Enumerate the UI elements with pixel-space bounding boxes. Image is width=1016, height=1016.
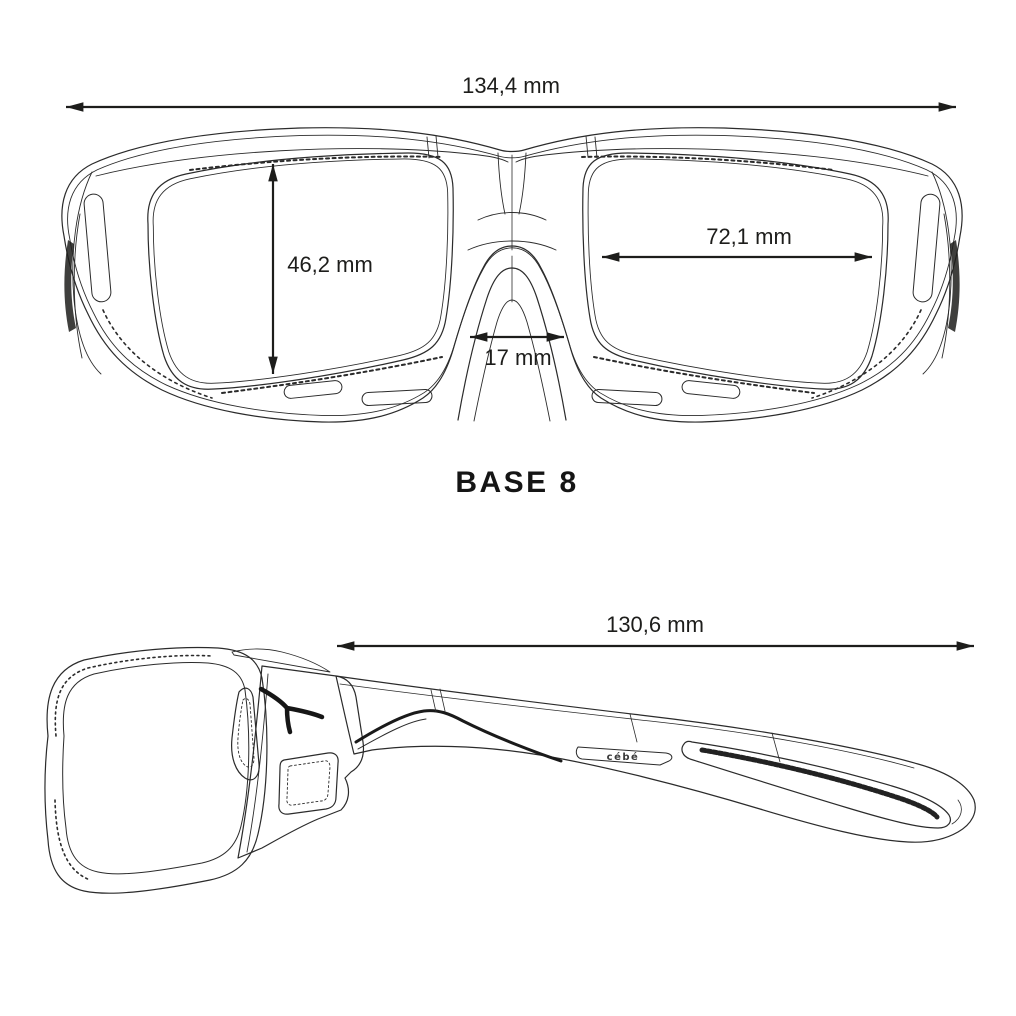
base-curve-label: BASE 8 [455,466,578,499]
dim-temple-length-label: 130,6 mm [606,612,704,637]
side-view-drawing [44,646,976,894]
dim-bridge-width-label: 17 mm [484,345,551,370]
side-shield [231,648,365,859]
dim-lens-width-label: 72,1 mm [706,224,792,249]
temple-arm [335,675,976,843]
brand-plate [575,746,673,766]
side-lens-ring [44,646,268,894]
temple-grip-insert [681,740,951,829]
temple-brand-logo-text: cébé [607,751,640,763]
dim-lens-height-label: 46,2 mm [287,252,373,277]
right-lens-outline [582,152,889,390]
brow-bar-lines [95,135,929,177]
brand-emblem-icon [258,686,325,735]
side-wing-details [64,171,960,375]
dimension-arrows [66,102,974,651]
dim-total-width-label: 134,4 mm [462,73,560,98]
front-frame-outline [61,127,963,423]
bottom-rim-details [102,309,922,406]
front-view-drawing [61,127,963,423]
